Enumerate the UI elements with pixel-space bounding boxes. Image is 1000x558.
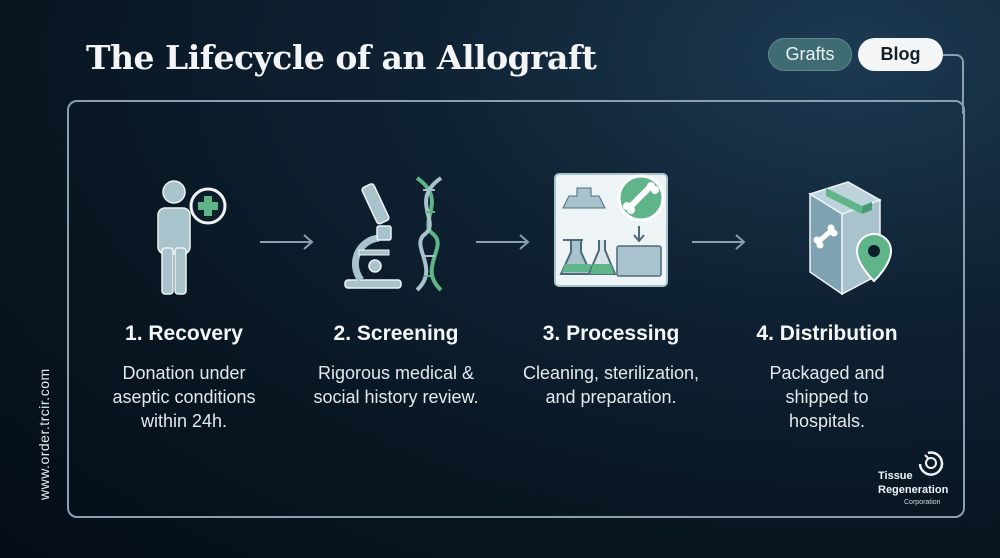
step-heading: 3. Processing bbox=[542, 322, 680, 345]
side-url[interactable]: www.order.trcir.com bbox=[36, 368, 52, 500]
step-recovery: 1. Recovery Donation under aseptic condi… bbox=[84, 170, 284, 433]
microscope-dna-icon bbox=[296, 170, 496, 300]
step-distribution: 4. Distribution Packaged and shipped to … bbox=[727, 170, 927, 433]
logo-line-1: Tissue bbox=[878, 470, 913, 482]
arrow-icon bbox=[476, 234, 530, 250]
company-logo: Tissue Regeneration Corporation bbox=[872, 448, 958, 512]
logo-line-2: Regeneration bbox=[878, 484, 949, 496]
step-description: Packaged and shipped to hospitals. bbox=[769, 363, 885, 431]
lifecycle-frame bbox=[67, 100, 965, 518]
package-pin-icon bbox=[727, 170, 927, 300]
grafts-tab[interactable]: Grafts bbox=[768, 38, 852, 71]
arrow-icon bbox=[260, 234, 314, 250]
lab-bone-icon bbox=[511, 170, 711, 300]
frame-connector bbox=[943, 54, 964, 114]
person-plus-icon bbox=[84, 170, 284, 300]
step-description: Cleaning, sterilization, and preparation… bbox=[522, 363, 700, 407]
page-title: The Lifecycle of an Allograft bbox=[86, 38, 597, 77]
step-description: Rigorous medical & social history review… bbox=[313, 363, 479, 407]
step-heading: 4. Distribution bbox=[756, 322, 898, 345]
step-processing: 3. Processing Cleaning, sterilization, a… bbox=[511, 170, 711, 409]
arrow-icon bbox=[692, 234, 746, 250]
blog-tab[interactable]: Blog bbox=[858, 38, 943, 71]
step-heading: 1. Recovery bbox=[125, 322, 243, 345]
step-heading: 2. Screening bbox=[333, 322, 459, 345]
step-screening: 2. Screening Rigorous medical & social h… bbox=[296, 170, 496, 409]
logo-mark-icon bbox=[918, 451, 944, 476]
step-description: Donation under aseptic conditions within… bbox=[112, 363, 256, 431]
logo-line-3: Corporation bbox=[904, 499, 941, 506]
